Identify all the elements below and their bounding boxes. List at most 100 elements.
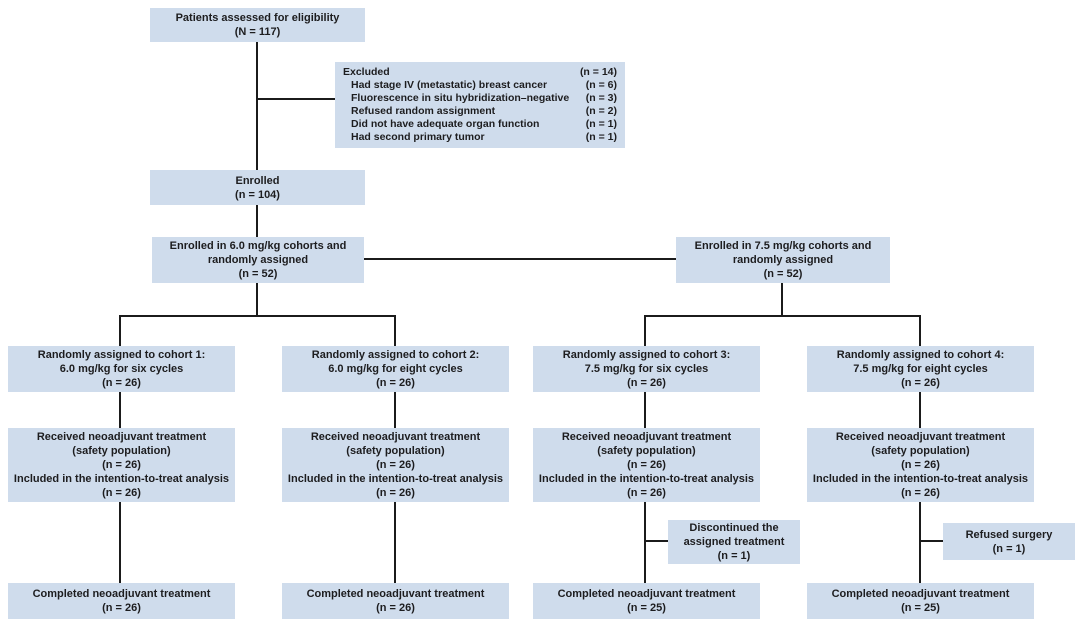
box-cohort-3-count: (n = 26) bbox=[627, 377, 666, 389]
excluded-count: (n = 2) bbox=[585, 105, 617, 117]
box-received-1-line: (safety population) bbox=[72, 445, 171, 457]
box-received-2-line: Included in the intention-to-treat analy… bbox=[287, 473, 504, 485]
box-arm-7-5-line: Enrolled in 7.5 mg/kg cohorts and bbox=[694, 240, 872, 252]
box-cohort-3-line: Randomly assigned to cohort 3: bbox=[562, 349, 731, 361]
box-completed-3-line: Completed neoadjuvant treatment bbox=[557, 588, 736, 600]
box-cohort-2-line: Randomly assigned to cohort 2: bbox=[311, 349, 480, 361]
box-arm-7-5-line: randomly assigned bbox=[732, 254, 834, 266]
box-discontinued-line: assigned treatment bbox=[683, 536, 785, 548]
connector-cohort1-to-received1 bbox=[119, 392, 121, 428]
connector-to-cohort3 bbox=[644, 315, 646, 346]
box-excluded: Excluded (n = 14) Had stage IV (metastat… bbox=[335, 62, 625, 148]
box-completed-4: Completed neoadjuvant treatment (n = 25) bbox=[807, 583, 1034, 619]
box-arm-7-5-count: (n = 52) bbox=[763, 268, 803, 280]
box-received-4-line: Included in the intention-to-treat analy… bbox=[812, 473, 1029, 485]
connector-to-cohort2 bbox=[394, 315, 396, 346]
box-arm-7-5: Enrolled in 7.5 mg/kg cohorts and random… bbox=[676, 237, 890, 283]
connector-to-cohort1 bbox=[119, 315, 121, 346]
box-arm-6-0-line: randomly assigned bbox=[207, 254, 309, 266]
box-arm-6-0-count: (n = 52) bbox=[238, 268, 278, 280]
box-received-4-count: (n = 26) bbox=[901, 487, 940, 499]
connector-split-left bbox=[119, 315, 396, 317]
box-completed-3: Completed neoadjuvant treatment (n = 25) bbox=[533, 583, 760, 619]
box-enrolled-line: Enrolled bbox=[235, 174, 280, 187]
box-refused-surgery: Refused surgery (n = 1) bbox=[943, 523, 1075, 560]
box-completed-2-count: (n = 26) bbox=[376, 602, 415, 614]
box-received-3-line: Received neoadjuvant treatment bbox=[561, 431, 732, 443]
box-enrolled-count: (n = 104) bbox=[235, 188, 280, 201]
connector-assessed-to-enrolled bbox=[256, 42, 258, 170]
box-completed-4-count: (n = 25) bbox=[901, 602, 940, 614]
box-cohort-4-line: Randomly assigned to cohort 4: bbox=[836, 349, 1005, 361]
box-assessed: Patients assessed for eligibility (N = 1… bbox=[150, 8, 365, 42]
connector-cohort4-to-received4 bbox=[919, 392, 921, 428]
connector-cohort2-to-received2 bbox=[394, 392, 396, 428]
excluded-label: Excluded bbox=[343, 66, 390, 78]
connector-cohort3-to-received3 bbox=[644, 392, 646, 428]
box-received-3-line: (safety population) bbox=[597, 445, 696, 457]
excluded-count: (n = 6) bbox=[585, 79, 617, 91]
box-assessed-line: Patients assessed for eligibility bbox=[175, 12, 340, 24]
connector-received4-to-completed4 bbox=[919, 502, 921, 583]
box-received-3-line: Included in the intention-to-treat analy… bbox=[538, 473, 755, 485]
excluded-label: Did not have adequate organ function bbox=[351, 118, 540, 130]
box-cohort-1-line: 6.0 mg/kg for six cycles bbox=[59, 363, 184, 375]
excluded-count: (n = 1) bbox=[585, 118, 617, 130]
connector-arm60-to-arm75 bbox=[364, 258, 676, 260]
box-received-3: Received neoadjuvant treatment (safety p… bbox=[533, 428, 760, 502]
box-received-2: Received neoadjuvant treatment (safety p… bbox=[282, 428, 509, 502]
box-cohort-4: Randomly assigned to cohort 4: 7.5 mg/kg… bbox=[807, 346, 1034, 392]
connector-received2-to-completed2 bbox=[394, 502, 396, 583]
box-refused-surgery-line: Refused surgery bbox=[965, 528, 1053, 541]
box-cohort-3: Randomly assigned to cohort 3: 7.5 mg/kg… bbox=[533, 346, 760, 392]
connector-split-right bbox=[644, 315, 921, 317]
box-discontinued: Discontinued the assigned treatment (n =… bbox=[668, 520, 800, 564]
excluded-row: Fluorescence in situ hybridization–negat… bbox=[343, 92, 617, 105]
box-received-4-line: (safety population) bbox=[871, 445, 970, 457]
excluded-row: Did not have adequate organ function (n … bbox=[343, 118, 617, 131]
box-cohort-1-count: (n = 26) bbox=[102, 377, 141, 389]
box-completed-2: Completed neoadjuvant treatment (n = 26) bbox=[282, 583, 509, 619]
box-cohort-2-count: (n = 26) bbox=[376, 377, 415, 389]
excluded-label: Had stage IV (metastatic) breast cancer bbox=[351, 79, 548, 91]
box-received-3-count: (n = 26) bbox=[627, 487, 666, 499]
box-completed-1-count: (n = 26) bbox=[102, 602, 141, 614]
connector-arm75-down bbox=[781, 283, 783, 317]
box-enrolled: Enrolled (n = 104) bbox=[150, 170, 365, 205]
excluded-label: Had second primary tumor bbox=[351, 131, 485, 143]
box-received-1-line: Included in the intention-to-treat analy… bbox=[13, 473, 230, 485]
box-received-4: Received neoadjuvant treatment (safety p… bbox=[807, 428, 1034, 502]
box-completed-2-line: Completed neoadjuvant treatment bbox=[306, 588, 485, 600]
box-cohort-3-line: 7.5 mg/kg for six cycles bbox=[584, 363, 709, 375]
excluded-label: Refused random assignment bbox=[351, 105, 496, 117]
box-cohort-1-line: Randomly assigned to cohort 1: bbox=[37, 349, 206, 361]
connector-to-cohort4 bbox=[919, 315, 921, 346]
box-received-1-line: Received neoadjuvant treatment bbox=[36, 431, 207, 443]
box-received-2-line: Received neoadjuvant treatment bbox=[310, 431, 481, 443]
connector-to-discontinued bbox=[645, 540, 668, 542]
box-completed-1: Completed neoadjuvant treatment (n = 26) bbox=[8, 583, 235, 619]
connector-received3-to-completed3 bbox=[644, 502, 646, 583]
box-received-2-line: (safety population) bbox=[346, 445, 445, 457]
box-arm-6-0-line: Enrolled in 6.0 mg/kg cohorts and bbox=[169, 240, 347, 252]
box-cohort-4-count: (n = 26) bbox=[901, 377, 940, 389]
box-discontinued-count: (n = 1) bbox=[717, 550, 751, 562]
box-received-3-count: (n = 26) bbox=[627, 459, 666, 471]
box-received-2-count: (n = 26) bbox=[376, 487, 415, 499]
box-received-1: Received neoadjuvant treatment (safety p… bbox=[8, 428, 235, 502]
connector-to-excluded bbox=[256, 98, 335, 100]
box-arm-6-0: Enrolled in 6.0 mg/kg cohorts and random… bbox=[152, 237, 364, 283]
box-received-1-count: (n = 26) bbox=[102, 487, 141, 499]
box-assessed-count: (N = 117) bbox=[234, 26, 281, 38]
box-refused-surgery-count: (n = 1) bbox=[992, 542, 1026, 555]
box-received-4-count: (n = 26) bbox=[901, 459, 940, 471]
excluded-row: Refused random assignment (n = 2) bbox=[343, 105, 617, 118]
box-received-2-count: (n = 26) bbox=[376, 459, 415, 471]
excluded-row: Had stage IV (metastatic) breast cancer … bbox=[343, 79, 617, 92]
connector-to-refused bbox=[920, 540, 943, 542]
box-completed-3-count: (n = 25) bbox=[627, 602, 666, 614]
box-received-4-line: Received neoadjuvant treatment bbox=[835, 431, 1006, 443]
box-completed-4-line: Completed neoadjuvant treatment bbox=[831, 588, 1010, 600]
connector-arm60-down bbox=[256, 283, 258, 317]
